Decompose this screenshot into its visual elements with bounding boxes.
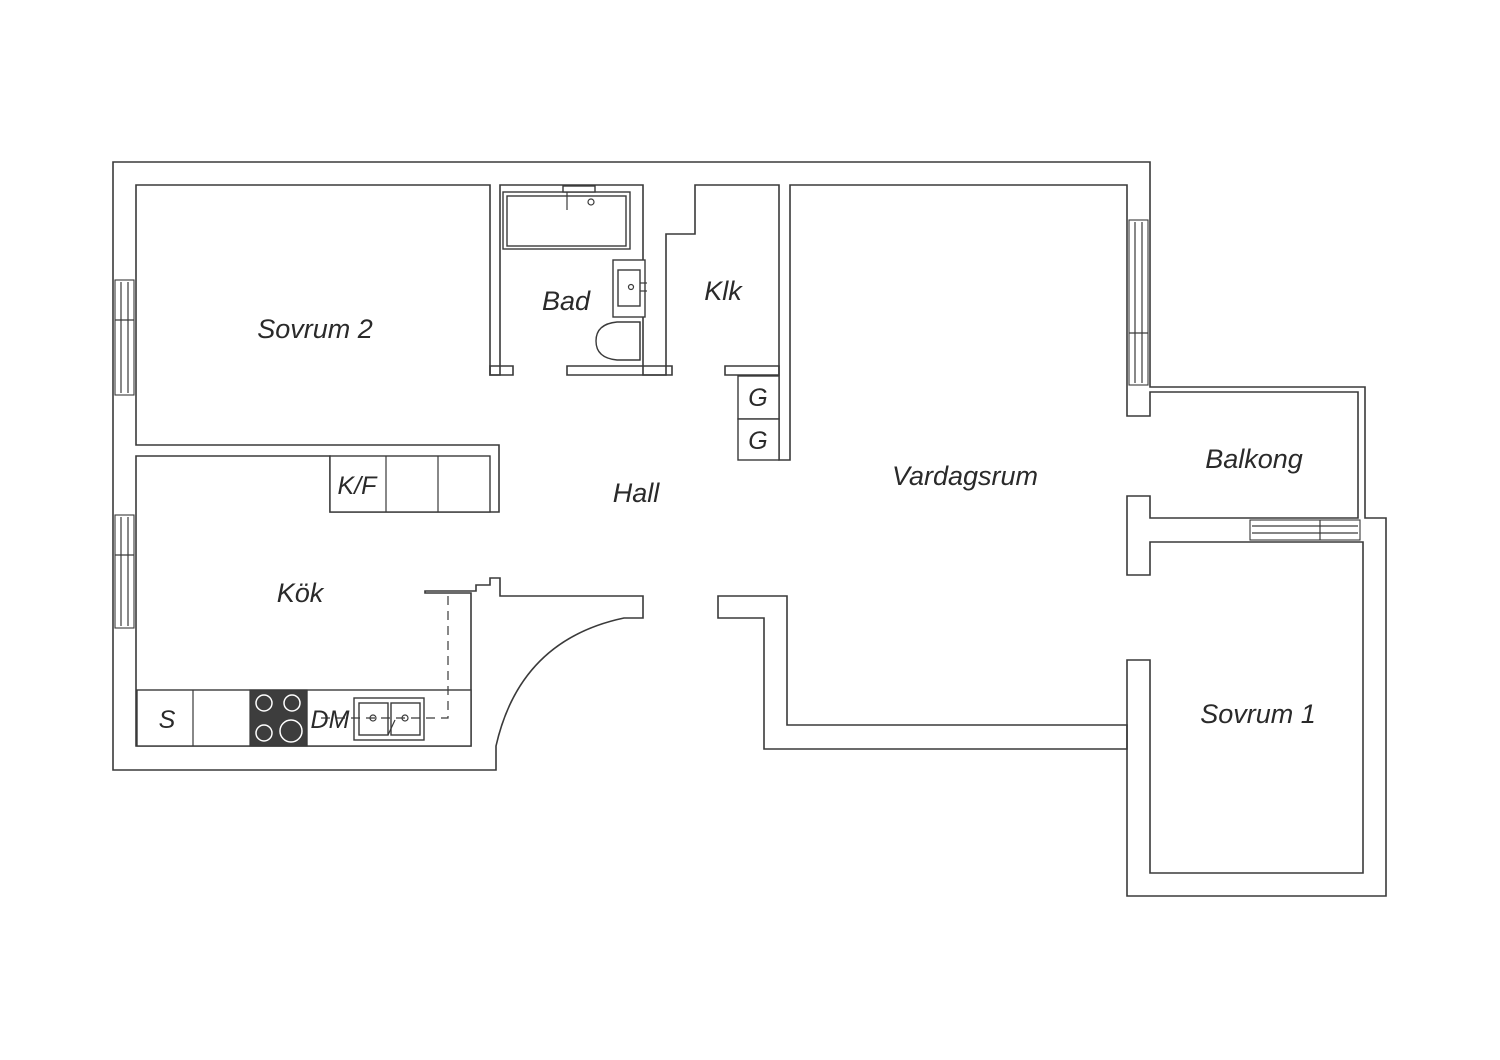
closet-wall	[724, 365, 780, 376]
fridge-freezer-label: K/F	[338, 472, 379, 500]
wardrobe-label: G	[748, 427, 767, 455]
room-label-sovrum-2: Sovrum 2	[257, 314, 373, 344]
windows	[114, 219, 1361, 629]
bathroom-wall	[489, 365, 673, 376]
living-room-wall	[717, 595, 1128, 750]
wardrobe-label: G	[748, 384, 767, 412]
room-label-klk: Klk	[704, 276, 743, 306]
bathtub-icon	[502, 185, 631, 250]
room-label-balkong: Balkong	[1205, 444, 1303, 474]
storage-label: S	[159, 706, 176, 734]
outer-wall	[112, 161, 1387, 897]
room-label-hall: Hall	[613, 478, 661, 508]
kitchen-upper-cabinets	[329, 455, 491, 513]
dishwasher-label: DM	[311, 706, 350, 734]
sink-icon	[612, 259, 647, 318]
room-label-sovrum-1: Sovrum 1	[1200, 699, 1316, 729]
room-label-kok: Kök	[277, 578, 325, 608]
room-label-bad: Bad	[542, 286, 591, 316]
toilet-icon	[595, 321, 641, 361]
room-label-vardagsrum: Vardagsrum	[892, 461, 1038, 491]
wardrobes	[737, 375, 780, 461]
kitchen-counter	[136, 596, 472, 747]
kitchen-sink-icon	[353, 697, 425, 741]
